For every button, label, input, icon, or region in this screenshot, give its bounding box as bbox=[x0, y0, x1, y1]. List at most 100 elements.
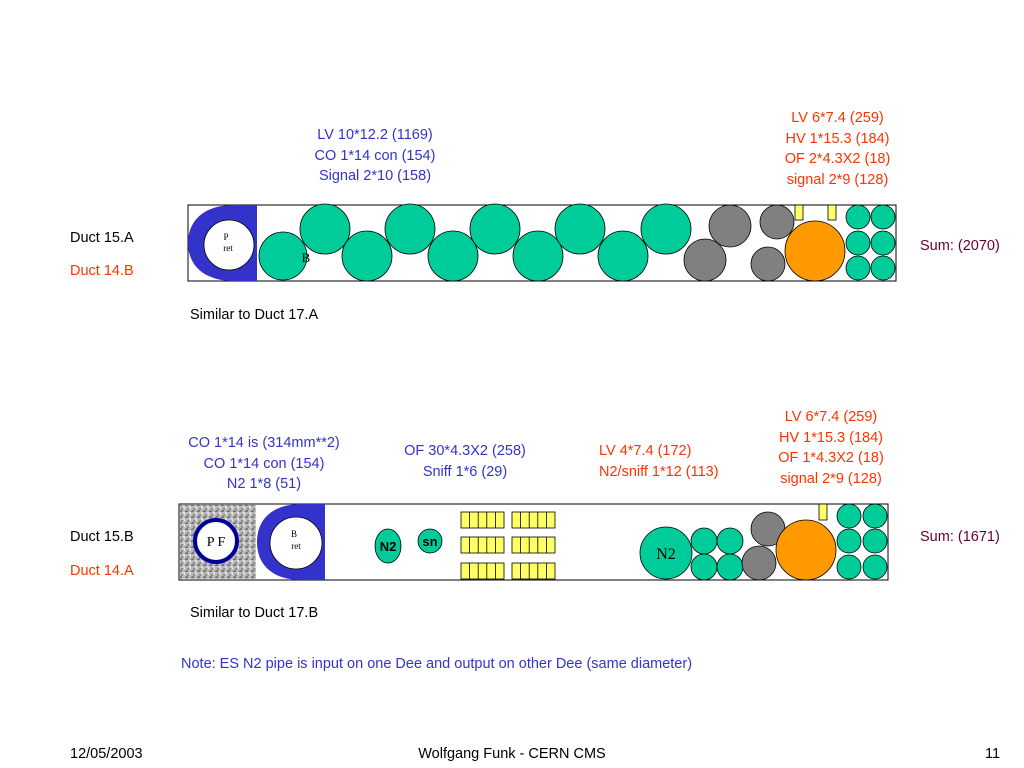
d2-duct-b-label: Duct 14.A bbox=[70, 563, 134, 579]
d2-red-note-right: LV 6*7.4 (259) HV 1*15.3 (184) OF 1*4.3X… bbox=[757, 407, 905, 489]
of-bundle-dividers bbox=[520, 537, 547, 553]
sniff-pipe bbox=[417, 528, 443, 554]
signal-cable bbox=[870, 230, 896, 256]
signal-cable bbox=[862, 554, 888, 580]
d2-pipe-circle bbox=[269, 516, 323, 570]
of-bundle bbox=[511, 536, 556, 554]
n2-pipe-large bbox=[639, 526, 693, 580]
signal-cable bbox=[845, 230, 871, 256]
d2-duct-a-label: Duct 15.B bbox=[70, 529, 134, 545]
grey-cable bbox=[750, 246, 786, 282]
lv-cable bbox=[299, 203, 351, 255]
of-fibre bbox=[818, 503, 828, 521]
d1-duct-a-label: Duct 15.A bbox=[70, 230, 134, 246]
duct-2: P F B ret N2 sn N2 bbox=[178, 503, 889, 581]
lv-cable bbox=[427, 230, 479, 282]
d1-pipe-label-bottom: ret bbox=[223, 243, 233, 253]
lv-cable bbox=[690, 527, 718, 555]
d2-red-note-line: N2/sniff 1*12 (113) bbox=[599, 463, 719, 480]
of-bundle-dividers bbox=[469, 563, 496, 579]
d2-pipe-label-top: B bbox=[291, 529, 297, 539]
n2-pipe-small bbox=[374, 528, 402, 564]
signal-cable bbox=[836, 528, 862, 554]
d2-blue-note-line: OF 30*4.3X2 (258) bbox=[404, 443, 526, 459]
d1-pipe-circle bbox=[203, 219, 255, 271]
of-bundle bbox=[460, 562, 505, 580]
d2-blue-note-line: CO 1*14 is (314mm**2) bbox=[188, 435, 340, 451]
signal-cable bbox=[836, 503, 862, 529]
lv-cable bbox=[258, 231, 308, 281]
d2-blue-note-line: CO 1*14 con (154) bbox=[203, 455, 325, 472]
signal-cable bbox=[836, 554, 862, 580]
signal-cable bbox=[862, 503, 888, 529]
d2-blue-note-line: Sniff 1*6 (29) bbox=[422, 463, 508, 480]
of-bundle bbox=[511, 511, 556, 529]
n2-large-label: N2 bbox=[656, 546, 676, 563]
lv-cable bbox=[554, 203, 606, 255]
d2-red-note-line: signal 2*9 (128) bbox=[780, 470, 882, 487]
n2-small-label: N2 bbox=[380, 539, 397, 554]
d1-red-note: LV 6*7.4 (259) HV 1*15.3 (184) OF 2*4.3X… bbox=[765, 108, 910, 190]
footer-author: Wolfgang Funk - CERN CMS bbox=[418, 746, 606, 762]
d1-red-note-line: OF 2*4.3X2 (18) bbox=[784, 151, 891, 167]
signal-cable bbox=[870, 255, 896, 281]
of-bundle-dividers bbox=[520, 512, 547, 528]
d2-pipe-label-bottom: ret bbox=[291, 541, 301, 551]
d1-blue-note-line: CO 1*14 con (154) bbox=[314, 147, 436, 164]
d1-red-note-line: HV 1*15.3 (184) bbox=[785, 130, 890, 147]
grey-cable bbox=[708, 204, 752, 248]
d1-similar-label: Similar to Duct 17.A bbox=[190, 307, 319, 323]
sn-label: sn bbox=[422, 534, 437, 549]
es-n2-note: Note: ES N2 pipe is input on one Dee and… bbox=[181, 656, 693, 672]
lv-cable bbox=[512, 230, 564, 282]
d1-hidden-char: B bbox=[302, 250, 311, 265]
of-bundle bbox=[511, 562, 556, 580]
hv-cable bbox=[775, 519, 837, 581]
duct-1: P ret B bbox=[187, 203, 897, 282]
d2-blue-note-line: N2 1*8 (51) bbox=[226, 476, 302, 492]
lv-cable bbox=[597, 230, 649, 282]
d1-blue-note-line: Signal 2*10 (158) bbox=[318, 168, 432, 184]
lv-cable bbox=[469, 203, 521, 255]
lv-cable bbox=[716, 553, 744, 581]
of-fibre bbox=[827, 204, 837, 221]
signal-cable bbox=[870, 204, 896, 230]
hv-cable bbox=[784, 220, 846, 282]
lv-cable bbox=[690, 553, 718, 581]
grey-cable bbox=[759, 204, 795, 240]
of-bundle-dividers bbox=[469, 512, 496, 528]
signal-cable bbox=[845, 204, 871, 230]
d2-red-note-mid: LV 4*7.4 (172) N2/sniff 1*12 (113) bbox=[599, 441, 719, 482]
d1-blue-note-line: LV 10*12.2 (1169) bbox=[317, 127, 433, 143]
of-bundle-dividers bbox=[469, 537, 496, 553]
lv-cable bbox=[341, 230, 393, 282]
lv-cable bbox=[384, 203, 436, 255]
d2-red-note-line: HV 1*15.3 (184) bbox=[779, 429, 883, 446]
footer-page-number: 11 bbox=[985, 746, 1001, 762]
d2-similar-label: Similar to Duct 17.B bbox=[190, 605, 319, 621]
pf-ring bbox=[193, 518, 239, 564]
signal-cable bbox=[845, 255, 871, 281]
of-fibre-bundles bbox=[460, 511, 556, 580]
d1-sum-label: Sum: (2070) bbox=[920, 238, 1000, 254]
pf-label: P F bbox=[207, 535, 226, 550]
d2-blue-note-mid: OF 30*4.3X2 (258) Sniff 1*6 (29) bbox=[380, 441, 550, 482]
d2-red-note-line: LV 6*7.4 (259) bbox=[784, 409, 878, 425]
d2-sum-label: Sum: (1671) bbox=[920, 529, 1000, 545]
of-fibre bbox=[794, 204, 804, 221]
d1-red-note-line: LV 6*7.4 (259) bbox=[791, 110, 884, 126]
d2-red-note-line: OF 1*4.3X2 (18) bbox=[778, 450, 884, 466]
grey-cable bbox=[741, 545, 777, 581]
grey-cable bbox=[683, 238, 727, 282]
footer-date: 12/05/2003 bbox=[70, 746, 143, 762]
d1-duct-b-label: Duct 14.B bbox=[70, 263, 134, 279]
d1-pipe-label-top: P bbox=[223, 232, 228, 242]
of-bundle-dividers bbox=[520, 563, 547, 579]
lv-cable bbox=[716, 527, 744, 555]
signal-cable bbox=[862, 528, 888, 554]
of-bundle bbox=[460, 511, 505, 529]
of-bundle bbox=[460, 536, 505, 554]
d2-blue-note-left: CO 1*14 is (314mm**2) CO 1*14 con (154) … bbox=[164, 433, 364, 495]
d2-red-note-line: LV 4*7.4 (172) bbox=[599, 443, 692, 459]
